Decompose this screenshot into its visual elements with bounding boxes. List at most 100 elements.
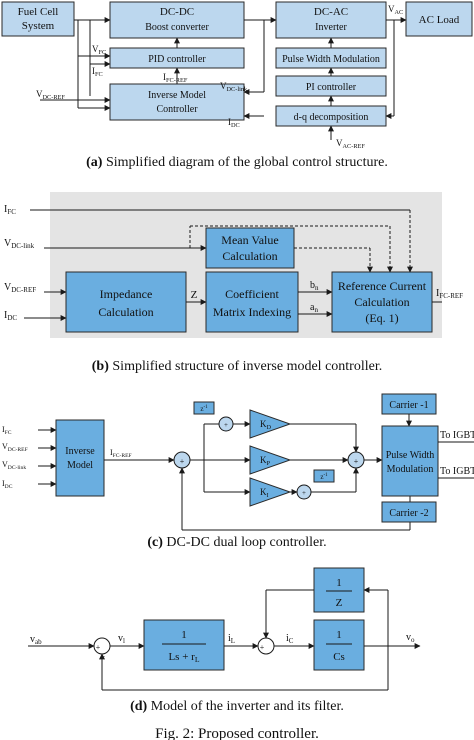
c-igbt1-label: To IGBT 1 — [440, 430, 474, 441]
b-z-label: Z — [191, 289, 198, 301]
c-gain-kp — [249, 445, 292, 475]
dcdc-label: DC-DC — [160, 6, 194, 18]
caption-b: (b) Simplified structure of inverse mode… — [92, 359, 382, 374]
impedance-block — [65, 271, 187, 333]
svg-text:+: + — [96, 643, 101, 652]
b-ifcref-label: IFC-REF — [436, 288, 463, 300]
c-vdclink-label: VDC-link — [2, 460, 26, 471]
c-inv-label-2: Model — [67, 460, 93, 471]
c-pwm-label-2: Modulation — [387, 464, 434, 475]
d-vl-label: vl — [118, 633, 125, 645]
b-vdcref-label: VDC-REF — [4, 282, 36, 294]
d-one-1: 1 — [181, 629, 187, 641]
system-label: System — [22, 20, 55, 32]
d-vab-label: vab — [30, 634, 42, 646]
mean-value-block — [205, 227, 295, 269]
figure-caption: Fig. 2: Proposed controller. — [155, 726, 319, 740]
c-ifcref-label: IFC-REF — [110, 448, 132, 459]
d-inductor-block — [143, 619, 225, 671]
ac-load-label: AC Load — [419, 14, 460, 26]
svg-text:−: − — [101, 652, 106, 661]
b-idc-label: IDC — [4, 310, 17, 322]
c-kp-label: KP — [260, 455, 271, 467]
pi-label: PI controller — [306, 82, 357, 93]
dq-label: d-q decomposition — [294, 112, 369, 123]
panel-c: IFC VDC-REF VDC-link IDC Inverse Model I… — [2, 393, 474, 550]
c-gain-ki — [249, 477, 292, 507]
coef-label-1: Coefficient — [225, 287, 279, 301]
c-delay-top — [193, 401, 215, 415]
b-an-label: an — [310, 302, 318, 314]
c-kd-label: KD — [260, 419, 272, 431]
ref-label-2: Calculation — [354, 295, 409, 309]
imp-label-2: Calculation — [98, 305, 153, 319]
boost-label: Boost converter — [145, 22, 209, 33]
d-z-label: Z — [336, 597, 343, 609]
c-ki-label: KI — [260, 487, 269, 499]
b-bn-label: bn — [310, 280, 319, 292]
c-carrier1-label: Carrier -1 — [389, 400, 428, 411]
coefficient-block — [205, 271, 299, 333]
c-sum-d — [218, 416, 234, 432]
idc-label: IDC — [228, 117, 240, 129]
c-igbt2-label: To IGBT 2 — [440, 466, 474, 477]
pid-label: PID controller — [148, 54, 206, 65]
reference-current-block — [331, 271, 433, 333]
d-cs-label: Cs — [333, 651, 345, 663]
dcac-label: DC-AC — [314, 6, 348, 18]
vacref-label: VAC-REF — [336, 138, 365, 150]
dcac-inverter-block — [275, 1, 387, 39]
c-pwm-label-1: Pulse Width — [386, 450, 435, 461]
d-impedance-block — [313, 567, 365, 613]
inverse-label-1: Inverse Model — [148, 90, 206, 101]
c-carrier2-label: Carrier -2 — [389, 508, 428, 519]
d-one-3: 1 — [336, 629, 342, 641]
inverse-label-2: Controller — [156, 104, 198, 115]
c-delay-bottom — [313, 469, 335, 483]
c-idc-label: IDC — [2, 479, 13, 490]
d-one-2: 1 — [336, 577, 342, 589]
svg-text:+: + — [302, 489, 306, 497]
c-pwm-block — [381, 425, 439, 497]
svg-text:+: + — [260, 643, 265, 652]
fuel-cell-label: Fuel Cell — [18, 6, 59, 18]
vac-label: VAC — [388, 4, 403, 16]
b-ifc-label: IFC — [4, 204, 16, 216]
mean-label-1: Mean Value — [221, 233, 278, 247]
fuel-cell-system-block — [1, 1, 75, 37]
svg-text:+: + — [354, 457, 359, 466]
panel-d: vab + − vl 1 Ls + rL iL + − iC 1 Cs 1 Z … — [28, 567, 421, 714]
caption-d: (d) Model of the inverter and its filter… — [130, 699, 344, 714]
c-gain-kd — [249, 409, 292, 439]
c-vdcref-label: VDC-REF — [2, 442, 28, 453]
mean-label-2: Calculation — [222, 249, 277, 263]
inverter-label: Inverter — [315, 22, 347, 33]
vdcref-label: VDC-REF — [36, 89, 65, 101]
c-inv-label-1: Inverse — [65, 446, 95, 457]
d-vo-label: vo — [406, 632, 415, 644]
pwm-label: Pulse Width Modulation — [282, 54, 380, 65]
vfc-label: VFC — [92, 44, 106, 56]
ac-load-block — [405, 1, 473, 37]
ifcref-label: IFC-REF — [163, 72, 188, 84]
inverse-model-controller-block — [109, 83, 245, 121]
b-vdclink-label: VDC-link — [4, 238, 35, 250]
d-il-label: iL — [228, 633, 235, 645]
c-zinv-top: z-1 — [200, 405, 208, 413]
ref-label-1: Reference Current — [338, 279, 427, 293]
c-ifc-label: IFC — [2, 425, 12, 436]
d-capacitor-block — [313, 619, 365, 671]
c-carrier2-block — [381, 501, 437, 523]
coef-label-2: Matrix Indexing — [213, 305, 291, 319]
panel-b: Mean Value Calculation Impedance Calcula… — [4, 192, 463, 374]
d-ic-label: iC — [286, 633, 294, 645]
svg-text:+: + — [180, 457, 185, 466]
svg-text:+: + — [224, 421, 228, 429]
c-inverse-model-block — [55, 419, 105, 497]
vdclink-label: VDC-link — [220, 81, 248, 93]
dcdc-boost-block — [109, 1, 245, 39]
d-ls-label: Ls + rL — [168, 651, 199, 664]
caption-c: (c) DC-DC dual loop controller. — [147, 535, 326, 550]
caption-a: (a) Simplified diagram of the global con… — [86, 155, 388, 170]
